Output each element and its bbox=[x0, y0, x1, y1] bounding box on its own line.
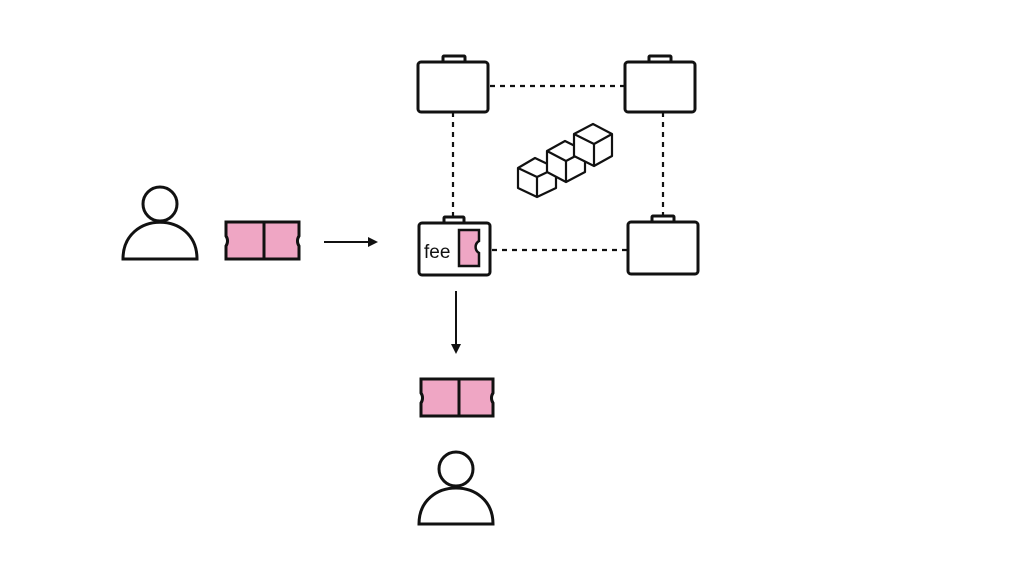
cube-3 bbox=[572, 122, 614, 168]
fee-node: fee bbox=[417, 215, 492, 277]
ticket-icon bbox=[224, 220, 301, 261]
ticket-stub-icon bbox=[457, 228, 481, 268]
user-icon bbox=[417, 450, 495, 526]
user-icon bbox=[121, 185, 199, 261]
fee-label: fee bbox=[424, 242, 450, 263]
briefcase-icon bbox=[626, 214, 700, 276]
briefcase-icon bbox=[416, 54, 490, 114]
briefcase-icon bbox=[623, 54, 697, 114]
ticket-icon bbox=[419, 377, 495, 418]
network-links bbox=[451, 84, 665, 252]
blockchain-cubes-icon bbox=[516, 122, 614, 199]
